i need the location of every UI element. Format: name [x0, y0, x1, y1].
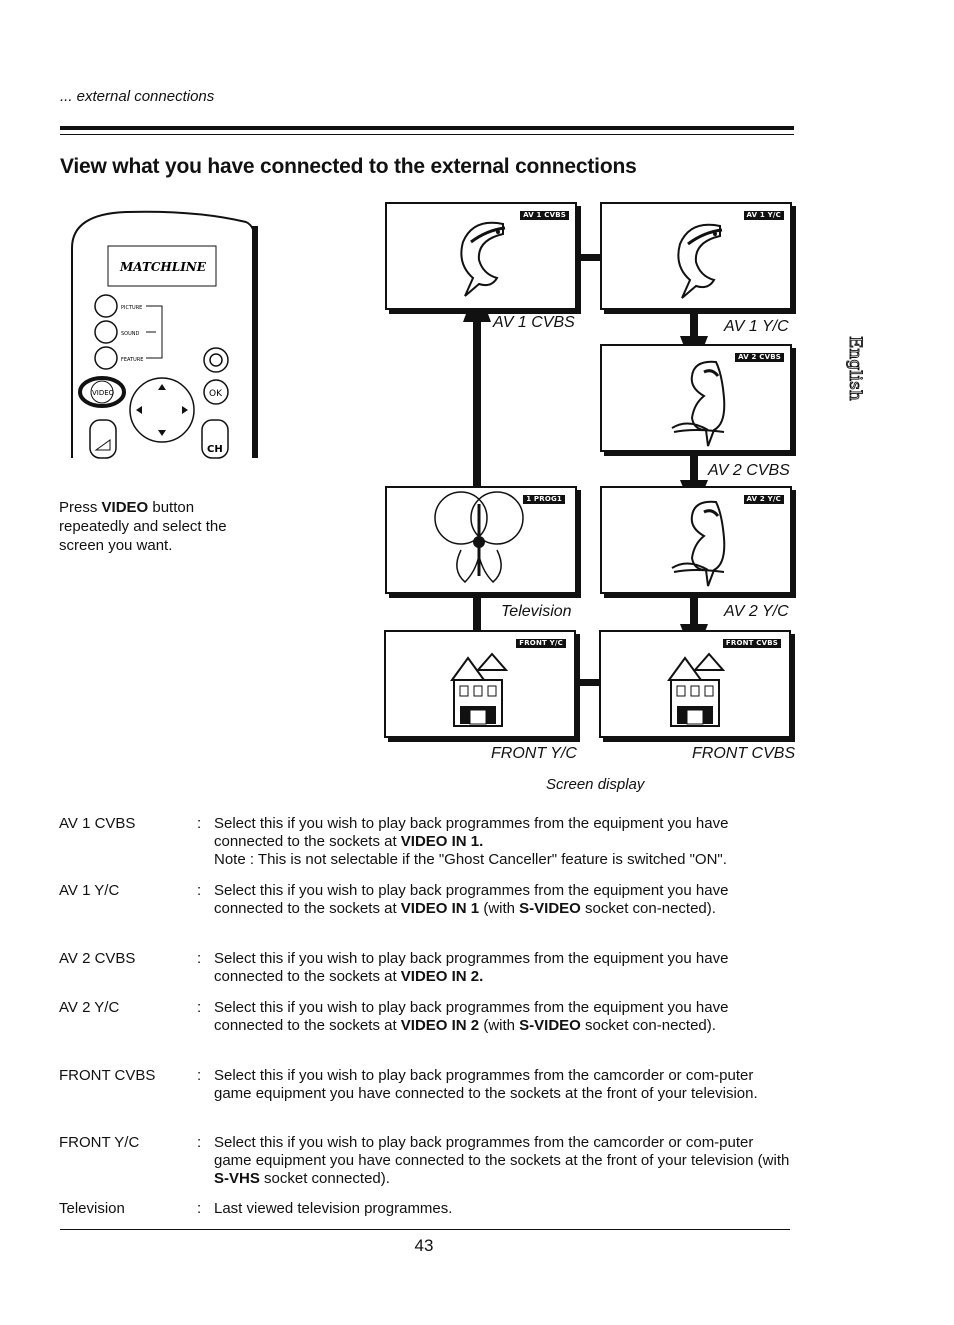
definition-term: AV 2 Y/C: [59, 999, 120, 1016]
definition-text: Last viewed television programmes.: [214, 1200, 453, 1217]
screen-av1-cvbs: AV 1 CVBS: [385, 202, 577, 310]
screen-badge: AV 2 CVBS: [735, 353, 784, 362]
footer-rule: [60, 1229, 790, 1230]
screen-av2-yc: AV 2 Y/C: [600, 486, 792, 594]
screen-label-front-cvbs: FRONT CVBS: [692, 745, 796, 762]
parrot-icon: [671, 500, 726, 587]
definition-text: Select this if you wish to play back pro…: [214, 882, 729, 917]
screen-television: 1 PROG1: [385, 486, 577, 594]
definition-colon: :: [197, 1200, 202, 1217]
screen-label-av2-yc: AV 2 Y/C: [724, 603, 789, 620]
svg-text:OK: OK: [209, 389, 223, 399]
screen-front-cvbs: FRONT CVBS: [599, 630, 791, 738]
svg-text:SOUND: SOUND: [121, 331, 140, 337]
diagram-caption: Screen display: [546, 776, 645, 793]
power-button-icon: [203, 347, 229, 373]
screen-badge: AV 1 CVBS: [520, 211, 569, 220]
definition-colon: :: [197, 999, 202, 1016]
screen-front-yc: FRONT Y/C: [384, 630, 576, 738]
screen-badge: 1 PROG1: [523, 495, 565, 504]
header-rule-thick: [60, 126, 794, 130]
video-button-name: VIDEO: [101, 499, 149, 516]
instruction-text: Press VIDEO button repeatedly and select…: [59, 499, 227, 554]
definition-term: FRONT CVBS: [59, 1067, 156, 1084]
parrot-icon: [671, 360, 726, 447]
definition-colon: :: [197, 815, 202, 832]
remote-brand-logo: MATCHLINE: [119, 260, 207, 274]
sound-button-icon: SOUND: [94, 320, 156, 344]
picture-button-icon: PICTURE: [94, 294, 163, 340]
header-rule-thin: [60, 134, 794, 135]
svg-text:CH: CH: [207, 444, 223, 455]
definition-term: Television: [59, 1200, 125, 1217]
ok-button-icon: OK: [203, 379, 229, 405]
feature-button-icon: FEATURE: [94, 332, 163, 370]
page-title: View what you have connected to the exte…: [60, 155, 637, 178]
channel-button-icon: CH: [201, 419, 229, 459]
definition-term: AV 1 CVBS: [59, 815, 136, 832]
definition-colon: :: [197, 1134, 202, 1151]
butterfly-icon: [434, 491, 524, 584]
fish-icon: [677, 223, 723, 299]
definition-term: AV 1 Y/C: [59, 882, 120, 899]
screen-label-television: Television: [501, 603, 572, 620]
screen-label-front-yc: FRONT Y/C: [491, 745, 577, 762]
definition-text: Select this if you wish to play back pro…: [214, 1134, 790, 1187]
definition-colon: :: [197, 950, 202, 967]
definition-text: Select this if you wish to play back pro…: [214, 950, 729, 985]
svg-text:VIDEO: VIDEO: [92, 389, 115, 397]
svg-text:PICTURE: PICTURE: [121, 305, 142, 311]
definition-colon: :: [197, 1067, 202, 1084]
definition-term: AV 2 CVBS: [59, 950, 136, 967]
screen-label-av1-cvbs: AV 1 CVBS: [493, 314, 575, 331]
definition-colon: :: [197, 882, 202, 899]
screen-badge: FRONT Y/C: [516, 639, 566, 648]
definition-text: Select this if you wish to play back pro…: [214, 999, 729, 1034]
svg-text:FEATURE: FEATURE: [121, 357, 143, 363]
remote-control-illustration: MATCHLINE PICTURE SOUND FEATURE VIDEO OK…: [71, 210, 258, 459]
house-icon: [450, 652, 508, 727]
screen-av2-cvbs: AV 2 CVBS: [600, 344, 792, 452]
definition-term: FRONT Y/C: [59, 1134, 140, 1151]
screen-badge: FRONT CVBS: [722, 639, 781, 648]
fish-icon: [460, 221, 506, 297]
language-tab-label: English: [845, 336, 865, 401]
definition-note: Note : This is not selectable if the "Gh…: [214, 851, 727, 868]
screen-label-av2-cvbs: AV 2 CVBS: [708, 462, 790, 479]
definition-text: Select this if you wish to play back pro…: [214, 815, 729, 868]
screen-badge: AV 1 Y/C: [743, 211, 784, 220]
language-tab: English: [845, 336, 866, 402]
screen-badge: AV 2 Y/C: [743, 495, 784, 504]
screen-av1-yc: AV 1 Y/C: [600, 202, 792, 310]
volume-button-icon: [89, 419, 117, 459]
page-number: 43: [414, 1236, 434, 1255]
screen-label-av1-yc: AV 1 Y/C: [724, 318, 789, 335]
video-button-icon: VIDEO: [78, 376, 126, 408]
direction-pad-icon: [129, 377, 195, 443]
section-label: ... external connections: [60, 88, 215, 105]
definition-text: Select this if you wish to play back pro…: [214, 1067, 758, 1102]
house-icon: [667, 652, 725, 727]
